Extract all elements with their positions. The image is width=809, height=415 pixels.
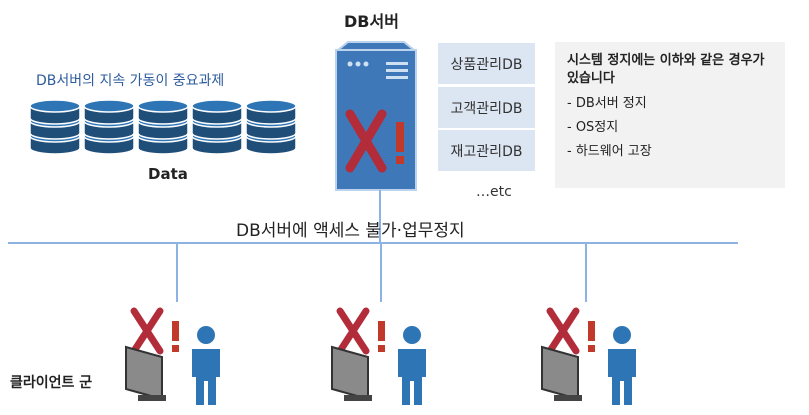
note-item: - DB서버 정지 — [567, 96, 647, 111]
user-icon — [398, 326, 426, 405]
clients-label: 클라이언트 군 — [10, 375, 93, 391]
error-x-icon — [336, 307, 370, 355]
error-x-icon — [345, 109, 387, 173]
etc-label: …etc — [476, 184, 512, 200]
client-workstation-icon — [331, 307, 426, 405]
data-caption: DB서버의 지속 가동이 중요과제 — [36, 73, 225, 89]
note-title: 시스템 정지에는 이하와 같은 경우가 있습니다 — [567, 53, 765, 86]
client-link-line — [585, 244, 587, 302]
network-line — [8, 242, 738, 244]
client-link-line — [380, 244, 382, 302]
server-title: DB서버 — [344, 12, 399, 31]
database-disks-icon — [29, 99, 297, 155]
error-x-icon — [130, 307, 164, 355]
client-link-line — [176, 244, 178, 302]
note-item: - OS정지 — [567, 120, 619, 135]
warning-exclamation-icon — [172, 321, 179, 352]
server-link-line — [379, 190, 381, 243]
client-workstation-icon — [541, 307, 636, 405]
note-box: 시스템 정지에는 이하와 같은 경우가 있습니다 - DB서버 정지 - OS정… — [555, 42, 785, 188]
warning-exclamation-icon — [378, 321, 385, 352]
data-label: Data — [148, 165, 188, 183]
warning-exclamation-icon — [588, 321, 595, 352]
network-label: DB서버에 액세스 불가·업무정지 — [236, 221, 465, 241]
client-workstation-icon — [125, 307, 220, 405]
user-icon — [192, 326, 220, 405]
user-icon — [608, 326, 636, 405]
db-box-inventory: 재고관리DB — [438, 130, 535, 171]
db-server-icon — [335, 41, 417, 191]
warning-exclamation-icon — [396, 122, 404, 164]
error-x-icon — [546, 307, 580, 355]
db-box-customers: 고객관리DB — [438, 87, 535, 128]
db-box-products: 상품관리DB — [438, 43, 535, 84]
note-item: - 하드웨어 고장 — [567, 144, 652, 159]
